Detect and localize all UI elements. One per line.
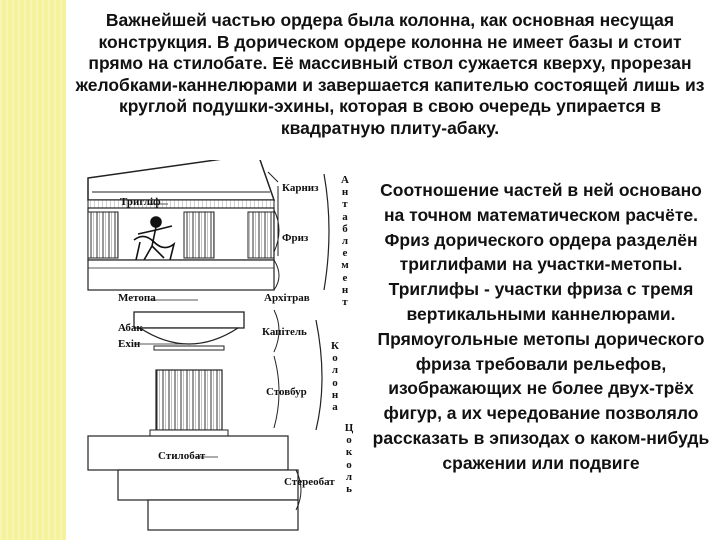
doric-order-drawing xyxy=(87,160,330,531)
label-stereobate: Стереобат xyxy=(284,476,335,488)
label-cornice: Карниз xyxy=(282,182,319,194)
decorative-side-stripe xyxy=(0,0,66,540)
vertical-label-base: Цоколь xyxy=(344,422,354,496)
label-stylobate: Стилобат xyxy=(158,450,206,462)
metope-relief-figure xyxy=(133,216,176,261)
label-frieze: Фриз xyxy=(282,232,309,244)
side-paragraph: Соотношение частей в ней основано на точ… xyxy=(372,180,710,473)
label-triglyph: Тригліф xyxy=(120,196,161,208)
label-capital: Капітель xyxy=(262,326,307,338)
label-metope: Метопа xyxy=(118,292,156,304)
label-architrave: Архітрав xyxy=(264,292,310,304)
vertical-label-column: Колона xyxy=(331,340,339,414)
label-echinus: Ехін xyxy=(118,338,141,350)
label-shaft: Стовбур xyxy=(266,386,307,398)
doric-order-diagram: Тригліф Метопа Абак Ехін Стилобат Карниз… xyxy=(78,160,368,540)
vertical-label-entablature: Антаблемент xyxy=(341,174,349,309)
label-abacus: Абак xyxy=(118,322,143,334)
intro-paragraph: Важнейшей частью ордера была колонна, ка… xyxy=(75,10,705,138)
